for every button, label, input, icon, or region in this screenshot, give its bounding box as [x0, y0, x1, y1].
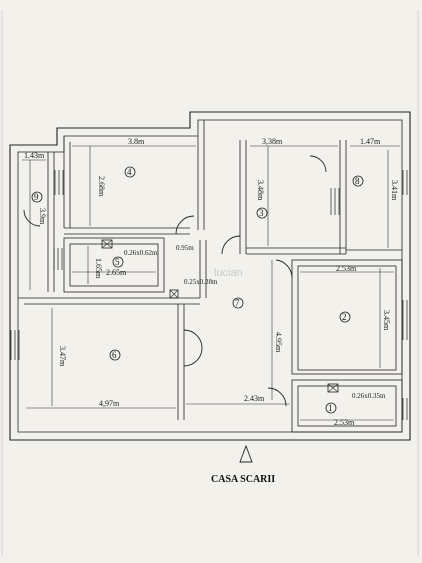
door-width-label: 0.95m	[176, 244, 194, 252]
vent-room-1	[327, 383, 339, 393]
door-room-4	[175, 215, 195, 235]
room-5-width-label: 2.65m	[106, 268, 127, 277]
room-4-number: 4	[127, 167, 132, 177]
vent-room-5	[101, 239, 113, 249]
vent-room-7	[169, 289, 179, 299]
windows	[10, 170, 408, 420]
vent-room-7-label: 0.25x0.28m	[184, 278, 218, 286]
room-2-width-label: 2.53m	[336, 264, 357, 273]
room-4-width-label: 3.8m	[128, 137, 145, 146]
room-5-number: 5	[115, 257, 120, 267]
room-5-height-label: 1.65m	[94, 258, 103, 279]
window-room-8	[402, 170, 408, 195]
room-1-width-label: 2.53m	[334, 418, 355, 427]
door-room-1	[267, 387, 287, 407]
room-3-height-label: 3.48m	[256, 180, 265, 201]
doors	[23, 155, 327, 407]
plan-title: CASA SCARII	[211, 474, 275, 485]
vent-room-5-label: 0.26x0.62m	[124, 249, 158, 257]
room-6-number: 6	[112, 350, 117, 360]
entrance-arrow-icon	[239, 444, 253, 463]
door-room-8	[309, 155, 327, 173]
room-2-height-label: 3.45m	[382, 310, 391, 331]
door-room-2	[275, 259, 293, 279]
vent-shafts	[101, 239, 339, 393]
door-room-6-b	[183, 347, 203, 367]
room-1-number: 1	[328, 403, 333, 413]
room-9-height-label: 3.9m	[38, 208, 47, 225]
room-6-width-label: 4,97m	[99, 399, 120, 408]
window-room-6	[10, 330, 20, 360]
window-room-3	[330, 188, 340, 215]
dimension-lines	[22, 145, 400, 421]
room-8-height-label: 3.41m	[390, 180, 399, 201]
vent-room-1-label: 0.26x0.35m	[352, 392, 386, 400]
interior-walls	[18, 120, 403, 433]
watermark: lucian	[214, 267, 243, 279]
room-7-height-label: 4.95m	[274, 332, 283, 353]
window-room-5	[53, 248, 63, 270]
room-8-width-label: 1.47m	[360, 137, 381, 146]
room-6-height-label: 3.47m	[58, 346, 67, 367]
room-3-number: 3	[259, 208, 264, 218]
room-4-height-label: 2.68m	[97, 176, 106, 197]
room-9-number: 9	[34, 192, 39, 202]
paper-edge-marks	[1, 10, 419, 555]
window-room-9	[54, 170, 64, 195]
door-room-9	[23, 209, 41, 227]
room-markers	[31, 166, 364, 414]
door-room-3	[221, 235, 241, 255]
room-2-number: 2	[342, 312, 347, 322]
door-room-6-a	[183, 329, 203, 349]
room-3-width-label: 3,38m	[262, 137, 283, 146]
window-room-1	[402, 398, 408, 420]
room-7-number: 7	[235, 298, 240, 308]
room-7-width-label: 2.43m	[244, 394, 265, 403]
room-9-width-label: 1.43m	[24, 151, 45, 160]
window-room-2	[402, 300, 408, 340]
room-8-number: 8	[355, 176, 360, 186]
